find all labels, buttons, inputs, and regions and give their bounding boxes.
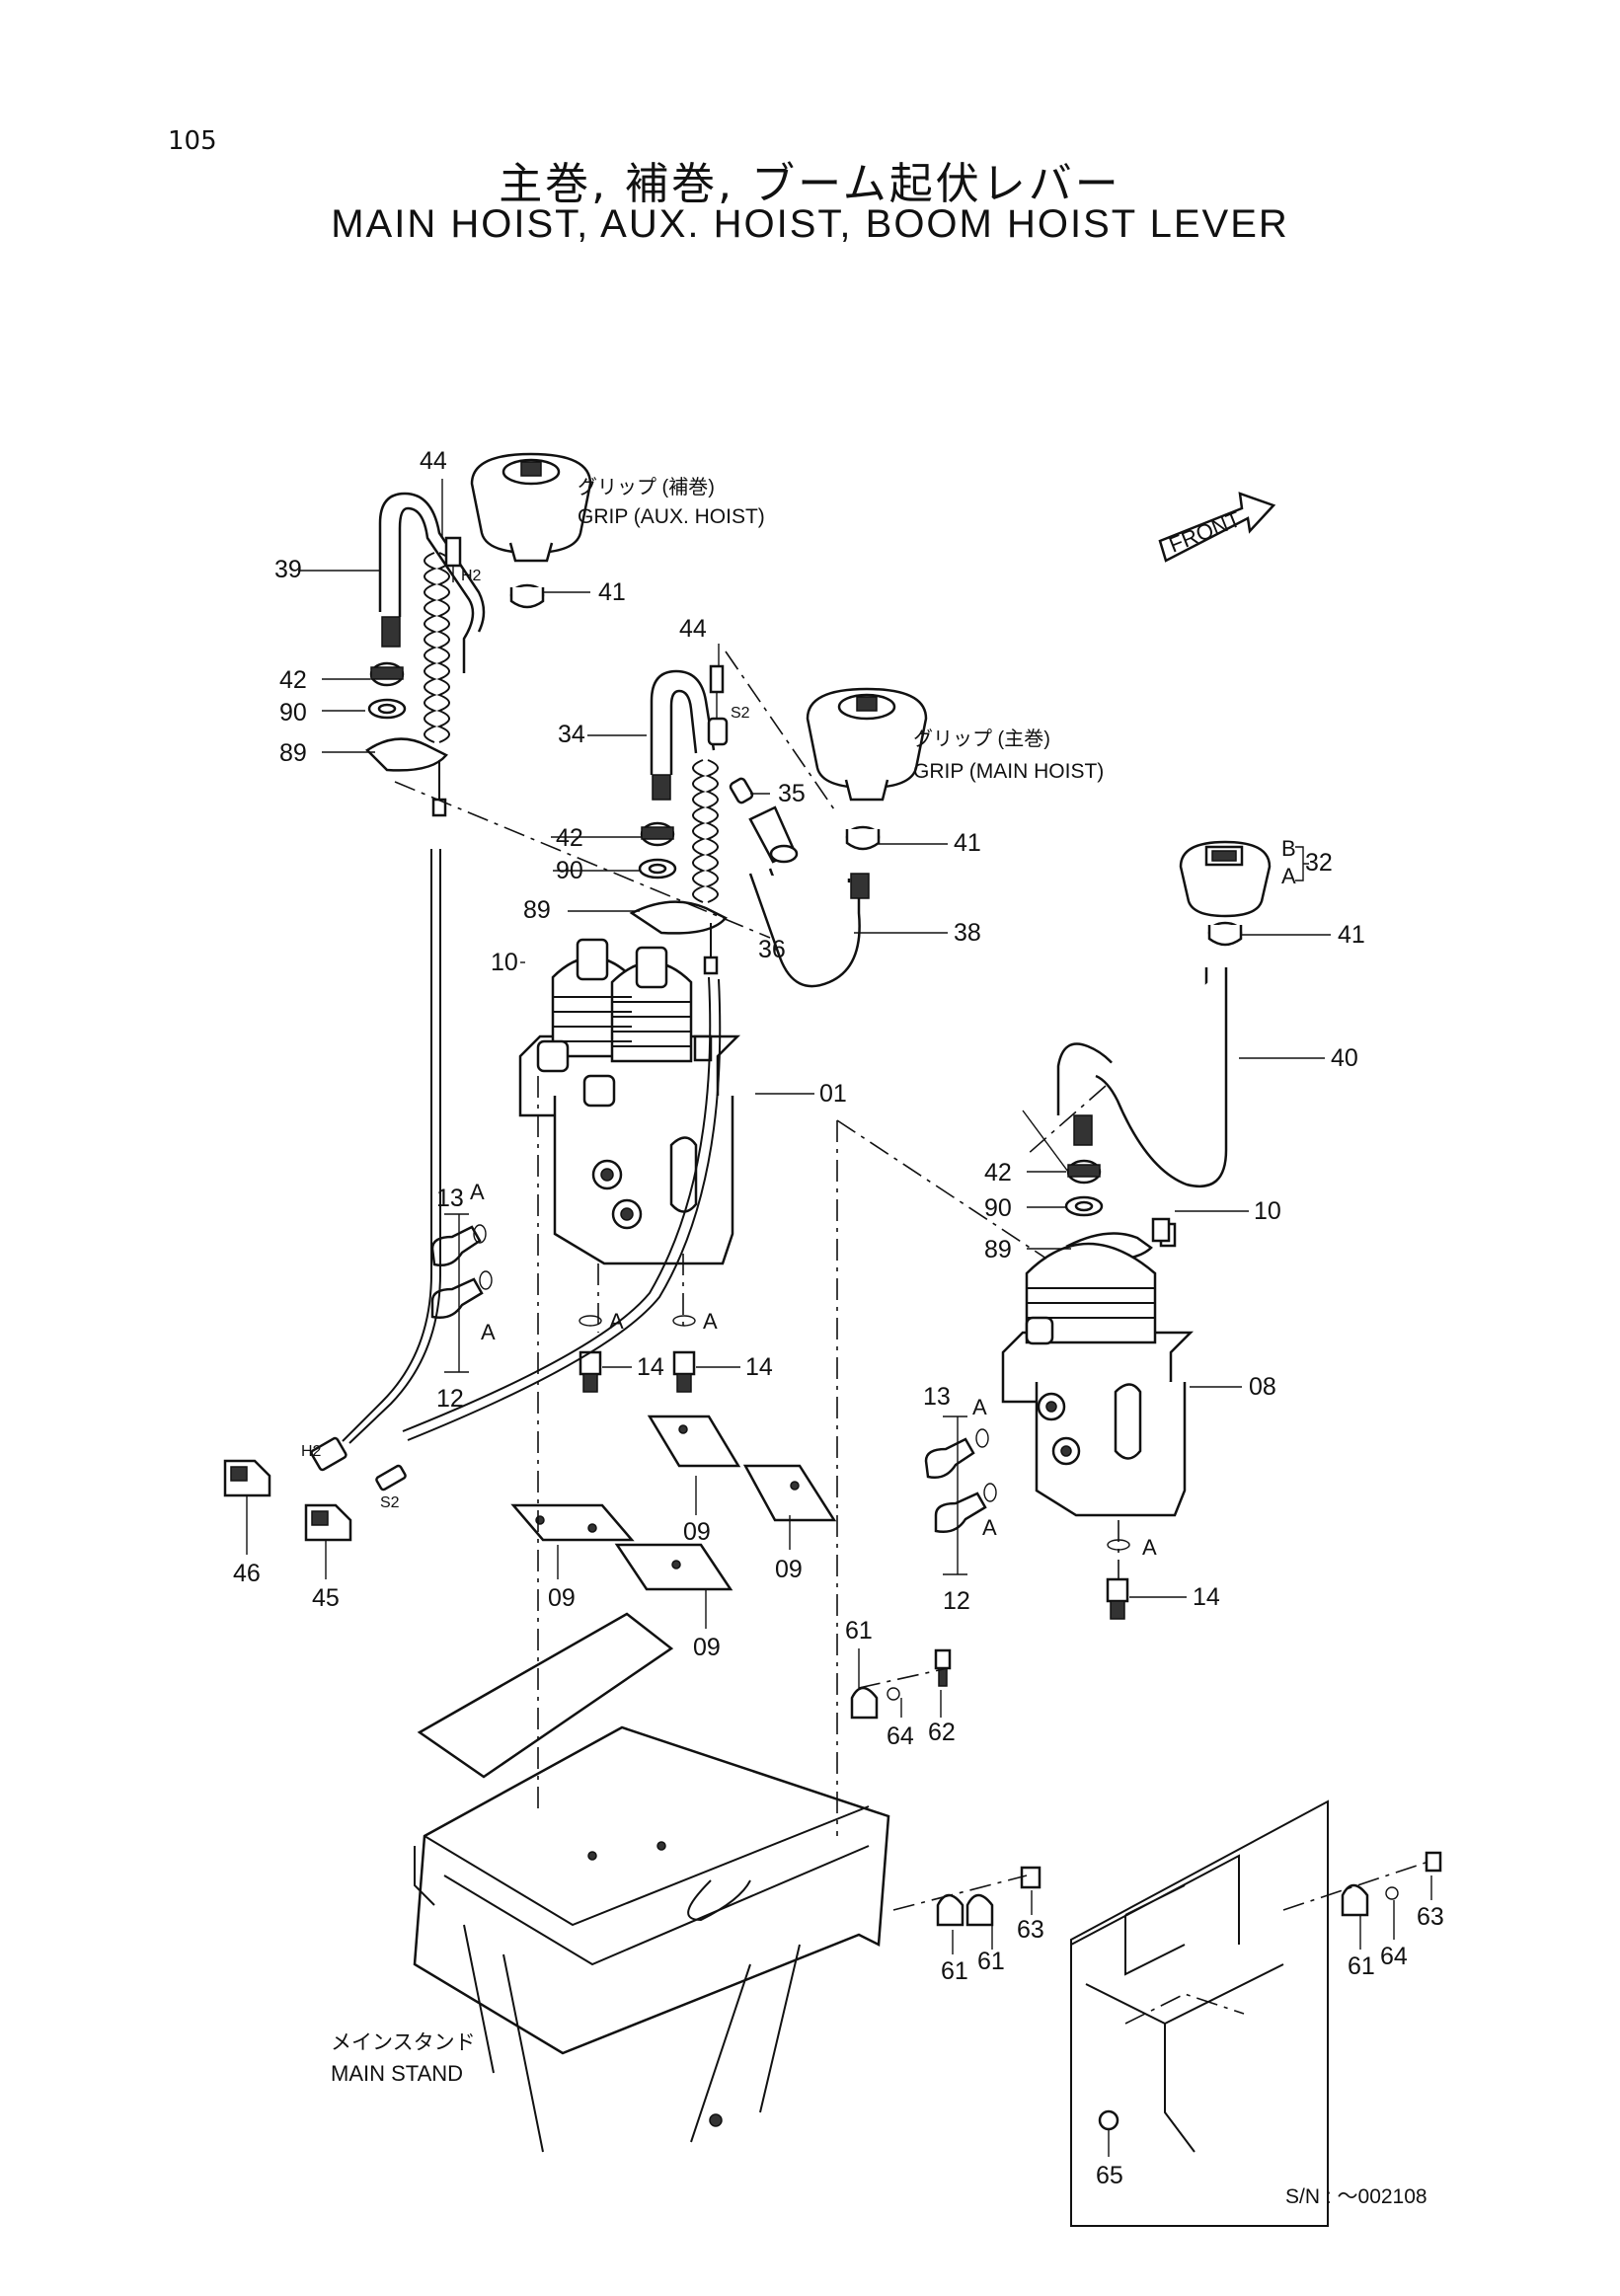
page-number: 105 <box>168 126 217 156</box>
part-number: 41 <box>954 829 981 857</box>
fittings-valve-01 <box>430 1224 696 1393</box>
part-number: 32 <box>1305 849 1333 877</box>
part-number: 42 <box>984 1159 1012 1186</box>
part-numbers: 44 39 41 42 90 89 44 34 35 42 90 89 36 4… <box>233 447 1444 2189</box>
center-lines <box>394 651 1432 1911</box>
part-number: 64 <box>887 1722 914 1750</box>
clamps <box>850 1648 1041 1927</box>
main-hoist-grip-assembly <box>629 664 928 988</box>
caption-main-stand-en: MAIN STAND <box>331 2061 463 2086</box>
part-number: 38 <box>954 919 981 947</box>
part-number: 35 <box>778 780 806 807</box>
serial-inset <box>1070 1799 1442 2227</box>
title-japanese: 主巻, 補巻, ブーム起伏レバー <box>499 159 1121 209</box>
port-a-3: A <box>609 1309 624 1334</box>
harness-cables <box>223 849 722 1542</box>
part-number: 63 <box>1017 1916 1044 1944</box>
part-number: 14 <box>1193 1583 1220 1611</box>
subpart-a: A <box>1281 864 1296 888</box>
part-number: 64 <box>1380 1943 1408 1970</box>
valve-01 <box>518 938 741 1265</box>
part-number: 65 <box>1096 2162 1123 2189</box>
port-a-2: A <box>481 1320 496 1344</box>
part-number: 62 <box>928 1719 956 1746</box>
part-number: 41 <box>1338 921 1365 949</box>
part-number: 44 <box>679 615 707 643</box>
part-number: 08 <box>1249 1373 1276 1401</box>
part-number: 61 <box>1348 1952 1375 1980</box>
part-number: 13 <box>923 1383 951 1411</box>
part-number: 09 <box>548 1584 576 1612</box>
port-a-5: A <box>972 1395 987 1419</box>
part-number: 39 <box>274 556 302 583</box>
part-number: 40 <box>1331 1044 1358 1072</box>
caption-grip-aux-en: GRIP (AUX. HOIST) <box>578 505 765 528</box>
part-number: 34 <box>558 721 585 748</box>
part-number: 44 <box>420 447 447 475</box>
fittings-valve-08 <box>924 1428 1130 1620</box>
part-number: 36 <box>758 936 786 963</box>
part-number: 09 <box>775 1556 803 1583</box>
port-a-1: A <box>470 1180 485 1204</box>
subpart-b: B <box>1281 836 1296 861</box>
part-number: 89 <box>984 1236 1012 1263</box>
aux-hoist-grip-assembly <box>365 452 592 817</box>
connector-s2-top: S2 <box>731 705 750 722</box>
caption-main-stand-jp: メインスタンド <box>331 2031 476 2054</box>
part-number: 09 <box>683 1518 711 1546</box>
part-number: 45 <box>312 1584 340 1612</box>
part-number: 61 <box>977 1948 1005 1975</box>
bracket-32 <box>1295 846 1309 881</box>
caption-grip-main-en: GRIP (MAIN HOIST) <box>913 760 1104 783</box>
port-a-7: A <box>1142 1535 1157 1560</box>
part-number: 13 <box>436 1185 464 1212</box>
port-a-4: A <box>703 1309 718 1334</box>
part-number: 90 <box>279 699 307 727</box>
port-a-6: A <box>982 1515 997 1540</box>
part-number: 01 <box>819 1080 847 1108</box>
front-arrow-icon: FRONT <box>1158 492 1276 563</box>
part-number: 09 <box>693 1634 721 1661</box>
leader-lines <box>246 479 1432 2157</box>
part-number: 14 <box>745 1353 773 1381</box>
part-number: 10 <box>491 949 518 976</box>
part-number: 63 <box>1417 1903 1444 1931</box>
part-number: 14 <box>637 1353 664 1381</box>
captions: グリップ (補巻) GRIP (AUX. HOIST) グリップ (主巻) GR… <box>301 476 1427 2208</box>
part-number: 41 <box>598 578 626 606</box>
part-number: 61 <box>845 1617 873 1645</box>
part-number: 89 <box>523 896 551 924</box>
connector-h2-top: H2 <box>461 568 482 584</box>
caption-grip-aux-jp: グリップ (補巻) <box>578 476 715 498</box>
connector-s2: S2 <box>380 1494 400 1511</box>
part-number: 12 <box>943 1587 970 1615</box>
part-number: 46 <box>233 1560 261 1587</box>
main-stand <box>413 1612 890 2153</box>
caption-grip-main-jp: グリップ (主巻) <box>913 727 1050 750</box>
boom-hoist-lever-assembly <box>1056 840 1272 1262</box>
part-number: 61 <box>941 1957 968 1985</box>
part-number: 10 <box>1254 1197 1281 1225</box>
caption-serial: S/N : ～002108 <box>1285 2185 1427 2208</box>
part-number: 89 <box>279 739 307 767</box>
front-label: FRONT <box>1166 506 1245 558</box>
part-number: 12 <box>436 1385 464 1413</box>
valve-08 <box>1001 1217 1195 1517</box>
plates-09 <box>510 1415 837 1591</box>
part-number: 90 <box>984 1194 1012 1222</box>
part-number: 42 <box>556 824 583 852</box>
part-number: 42 <box>279 666 307 694</box>
title-english: MAIN HOIST, AUX. HOIST, BOOM HOIST LEVER <box>331 202 1289 246</box>
connector-h2: H2 <box>301 1443 322 1460</box>
part-number: 90 <box>556 857 583 884</box>
